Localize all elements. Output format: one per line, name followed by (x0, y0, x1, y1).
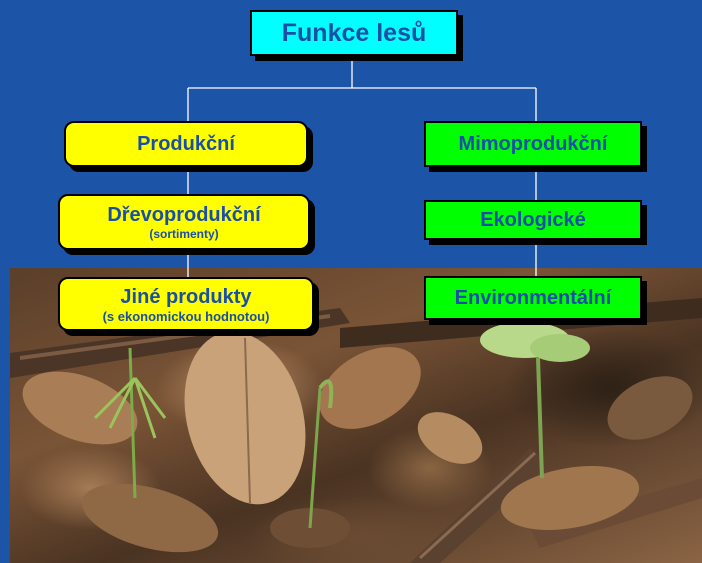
other-products-box: Jiné produkty (s ekonomickou hodnotou) (58, 277, 314, 331)
ecological-label: Ekologické (480, 208, 586, 231)
nonproduction-box: Mimoprodukční (424, 121, 642, 167)
wood-production-note: (sortimenty) (149, 227, 219, 241)
ecological-box: Ekologické (424, 200, 642, 240)
title-box: Funkce lesů (250, 10, 458, 56)
production-label: Produkční (137, 132, 235, 155)
environmental-label: Environmentální (454, 286, 612, 309)
environmental-box: Environmentální (424, 276, 642, 320)
production-box: Produkční (64, 121, 308, 167)
other-products-label: Jiné produkty (120, 285, 252, 308)
title-text: Funkce lesů (281, 18, 427, 47)
nonproduction-label: Mimoprodukční (458, 132, 608, 155)
other-products-note: (s ekonomickou hodnotou) (102, 308, 270, 324)
wood-production-label: Dřevoprodukční (107, 204, 261, 226)
wood-production-box: Dřevoprodukční (sortimenty) (58, 194, 310, 250)
